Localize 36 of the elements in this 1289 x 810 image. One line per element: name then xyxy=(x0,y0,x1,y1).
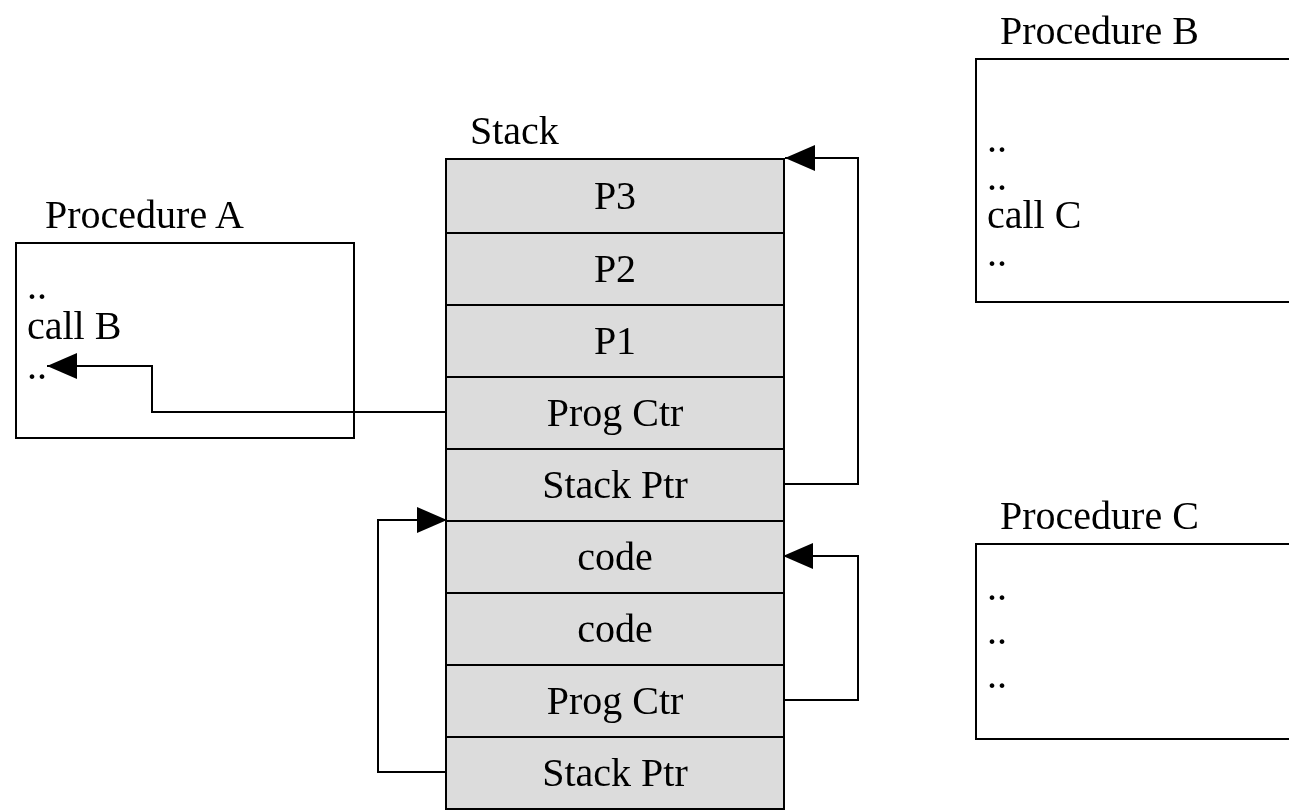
code-line: .. xyxy=(987,158,1007,196)
arrow xyxy=(46,353,448,413)
box-title: Stack xyxy=(470,108,559,154)
cell-label: Stack Ptr xyxy=(542,463,688,507)
code-line: call B xyxy=(27,306,122,346)
stack-cell xyxy=(447,232,783,304)
code-line: .. xyxy=(27,346,47,386)
code-line: .. xyxy=(987,653,1007,697)
arrow xyxy=(782,145,859,485)
code-line: .. xyxy=(987,565,1007,609)
stack-cell xyxy=(447,664,783,736)
cell-label: Prog Ctr xyxy=(546,679,684,723)
cell-label: Stack Ptr xyxy=(542,751,688,795)
cell-label: code xyxy=(577,607,653,651)
cell-label: Prog Ctr xyxy=(546,391,684,435)
stack-cell xyxy=(447,376,783,448)
arrow xyxy=(782,543,859,701)
box-title: Procedure C xyxy=(1000,493,1199,539)
stack-cell xyxy=(447,736,783,808)
box-title: Procedure A xyxy=(45,192,244,238)
cell-label: P2 xyxy=(593,247,637,291)
box-title: Procedure B xyxy=(1000,8,1199,54)
stack-cell xyxy=(447,592,783,664)
stack-cell xyxy=(447,160,783,232)
code-line: .. xyxy=(27,266,47,306)
stack-cell xyxy=(447,520,783,592)
arrow xyxy=(377,507,448,773)
code-line: call C xyxy=(987,196,1082,234)
stack-cell xyxy=(447,304,783,376)
code-line: .. xyxy=(987,120,1007,158)
cell-label: P3 xyxy=(593,174,637,218)
cell-label: P1 xyxy=(593,319,637,363)
code-line: .. xyxy=(987,234,1007,272)
stack-cell xyxy=(447,448,783,520)
code-line: .. xyxy=(987,609,1007,653)
cell-label: code xyxy=(577,535,653,579)
